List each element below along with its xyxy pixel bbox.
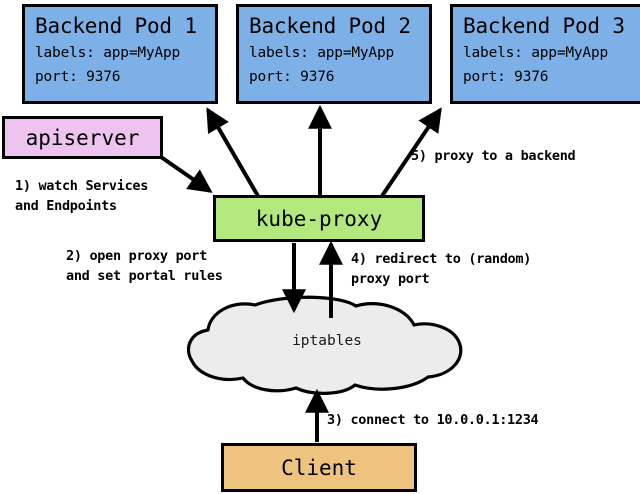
step-3-label: 3) connect to 10.0.0.1:1234 xyxy=(327,412,539,428)
backend-pod-1-port: port: 9376 xyxy=(35,69,121,85)
step-1-label: 1) watch Services and Endpoints xyxy=(15,178,149,214)
backend-pod-1-box[interactable]: Backend Pod 1 labels: app=MyApp port: 93… xyxy=(22,4,218,104)
arrow-apiserver-to-kubeproxy xyxy=(159,155,213,193)
apiserver-label: apiserver xyxy=(25,125,140,150)
backend-pod-2-port: port: 9376 xyxy=(249,69,335,85)
arrow-kubeproxy-to-pod3 xyxy=(380,107,442,198)
iptables-label: iptables xyxy=(292,333,362,349)
kube-proxy-label: kube-proxy xyxy=(255,206,383,231)
backend-pod-2-title: Backend Pod 2 xyxy=(249,14,411,38)
backend-pod-2-box[interactable]: Backend Pod 2 labels: app=MyApp port: 93… xyxy=(236,4,432,104)
step-2-label: 2) open proxy port and set portal rules xyxy=(66,248,223,284)
arrow-kubeproxy-to-pod1 xyxy=(206,107,260,198)
backend-pod-2-labels: labels: app=MyApp xyxy=(249,45,395,61)
step-4-label: 4) redirect to (random) proxy port xyxy=(351,251,532,287)
backend-pod-3-port: port: 9376 xyxy=(463,69,549,85)
apiserver-box[interactable]: apiserver xyxy=(2,116,163,159)
client-label: Client xyxy=(281,455,357,480)
backend-pod-3-box[interactable]: Backend Pod 3 labels: app=MyApp port: 93… xyxy=(450,4,640,104)
iptables-cloud xyxy=(186,295,463,395)
kube-proxy-box[interactable]: kube-proxy xyxy=(213,195,425,242)
step-5-label: 5) proxy to a backend xyxy=(411,148,576,164)
backend-pod-1-title: Backend Pod 1 xyxy=(35,14,197,38)
client-box[interactable]: Client xyxy=(221,443,417,492)
backend-pod-1-labels: labels: app=MyApp xyxy=(35,45,181,61)
backend-pod-3-labels: labels: app=MyApp xyxy=(463,45,609,61)
backend-pod-3-title: Backend Pod 3 xyxy=(463,14,625,38)
